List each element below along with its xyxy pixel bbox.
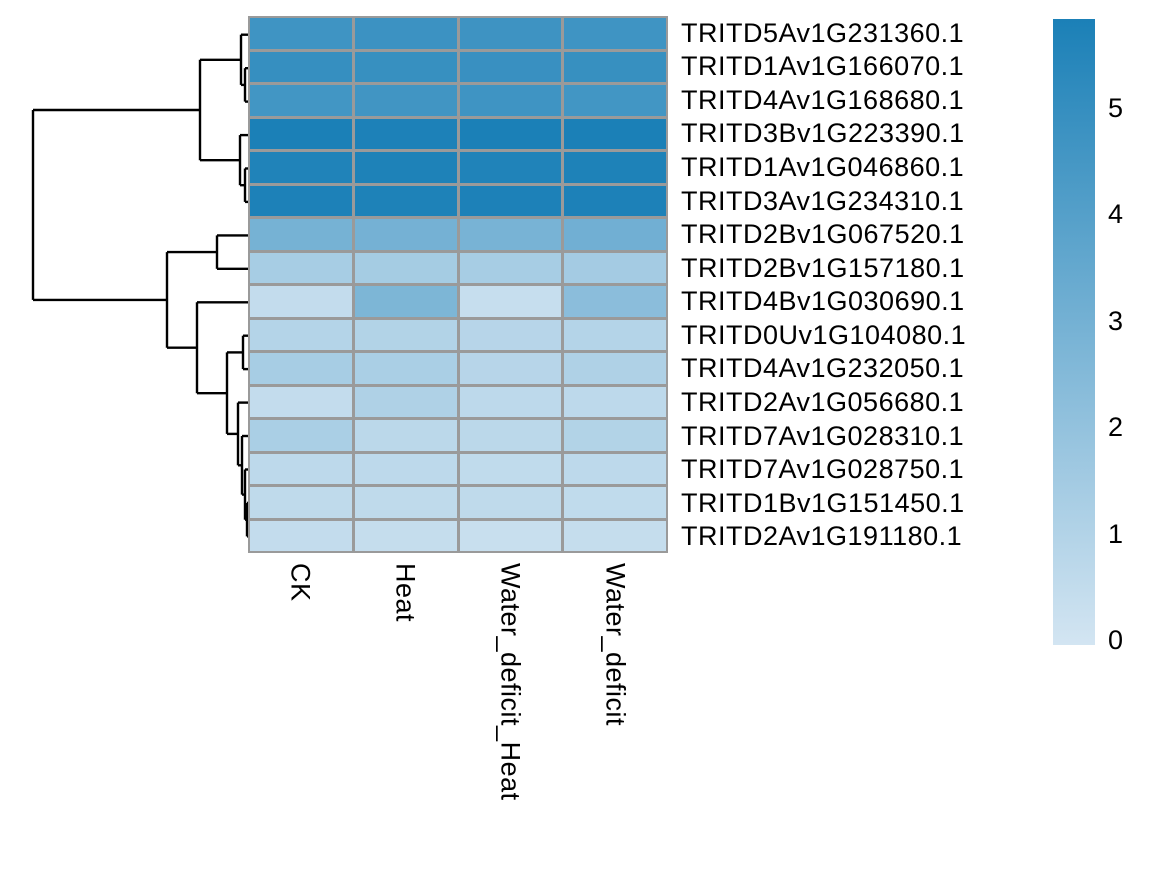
heatmap-cell xyxy=(459,520,562,551)
heatmap-cell xyxy=(459,353,562,384)
heatmap-cell xyxy=(354,152,457,183)
heatmap-cell xyxy=(564,185,666,216)
row-label: TRITD4Av1G232050.1 xyxy=(681,353,965,384)
heatmap-cell xyxy=(564,319,666,350)
heatmap-cell xyxy=(250,319,352,350)
heatmap-cell xyxy=(250,185,352,216)
legend-colorbar xyxy=(1053,19,1095,645)
heatmap-cell xyxy=(564,353,666,384)
heatmap-cell xyxy=(250,51,352,82)
heatmap-cell xyxy=(459,85,562,116)
row-label: TRITD2Av1G191180.1 xyxy=(681,521,963,552)
heatmap-cell xyxy=(564,520,666,551)
heatmap-cell xyxy=(459,252,562,283)
legend-tick-label: 2 xyxy=(1108,412,1124,443)
heatmap-cell xyxy=(354,420,457,451)
heatmap-cell xyxy=(354,386,457,417)
legend-tick-label: 0 xyxy=(1108,625,1124,655)
legend-tick-label: 4 xyxy=(1108,199,1124,230)
heatmap-cell xyxy=(564,453,666,484)
column-label: Heat xyxy=(390,563,421,623)
heatmap-cell xyxy=(564,118,666,149)
heatmap-cell xyxy=(459,286,562,317)
row-label: TRITD2Bv1G067520.1 xyxy=(681,219,965,250)
row-label: TRITD0Uv1G104080.1 xyxy=(681,319,967,350)
heatmap-cell xyxy=(564,18,666,49)
heatmap-cell xyxy=(250,286,352,317)
heatmap-cell xyxy=(250,487,352,518)
heatmap-cell xyxy=(564,487,666,518)
heatmap-cell xyxy=(354,85,457,116)
heatmap-cell xyxy=(564,219,666,250)
row-label: TRITD3Bv1G223390.1 xyxy=(681,118,965,149)
row-label: TRITD5Av1G231360.1 xyxy=(681,17,965,48)
heatmap-cell xyxy=(564,152,666,183)
heatmap-cell xyxy=(564,286,666,317)
row-label: TRITD7Av1G028310.1 xyxy=(681,420,965,451)
heatmap-cell xyxy=(354,252,457,283)
heatmap-cell xyxy=(459,487,562,518)
row-label: TRITD1Bv1G151450.1 xyxy=(681,487,965,518)
heatmap-cell xyxy=(354,520,457,551)
heatmap-cell xyxy=(354,185,457,216)
heatmap-cell xyxy=(459,185,562,216)
heatmap-cell xyxy=(459,420,562,451)
row-label: TRITD3Av1G234310.1 xyxy=(681,185,965,216)
heatmap-cell xyxy=(564,85,666,116)
heatmap-cell xyxy=(250,18,352,49)
heatmap-cell xyxy=(459,219,562,250)
heatmap-cell xyxy=(250,453,352,484)
heatmap-cell xyxy=(250,85,352,116)
heatmap-cell xyxy=(459,152,562,183)
row-label: TRITD2Bv1G157180.1 xyxy=(681,252,965,283)
row-label: TRITD4Bv1G030690.1 xyxy=(681,286,965,317)
heatmap-cell xyxy=(354,219,457,250)
heatmap-cell xyxy=(250,353,352,384)
heatmap-cell xyxy=(354,51,457,82)
heatmap-cell xyxy=(250,386,352,417)
legend-tick-label: 1 xyxy=(1108,518,1124,549)
column-label: CK xyxy=(285,563,316,602)
heatmap-cell xyxy=(250,152,352,183)
heatmap-cell xyxy=(564,51,666,82)
heatmap-cell xyxy=(459,18,562,49)
row-label: TRITD4Av1G168680.1 xyxy=(681,84,965,115)
heatmap-cell xyxy=(354,286,457,317)
heatmap-cell xyxy=(250,420,352,451)
heatmap-cell xyxy=(354,118,457,149)
legend-tick-label: 5 xyxy=(1108,93,1124,123)
heatmap-cell xyxy=(564,386,666,417)
heatmap-cell xyxy=(250,118,352,149)
row-dendrogram xyxy=(31,33,249,538)
heatmap-cell xyxy=(354,18,457,49)
heatmap-cell xyxy=(250,520,352,551)
heatmap-cell xyxy=(459,319,562,350)
heatmap-cell xyxy=(354,453,457,484)
heatmap-cell xyxy=(564,252,666,283)
column-label: Water_deficit xyxy=(600,563,631,727)
heatmap-grid xyxy=(248,16,668,553)
legend-tick-label: 3 xyxy=(1108,305,1124,336)
column-label: Water_deficit_Heat xyxy=(495,563,526,801)
heatmap-cell xyxy=(459,386,562,417)
heatmap-cell xyxy=(354,487,457,518)
heatmap-cell xyxy=(354,319,457,350)
heatmap-cell xyxy=(459,453,562,484)
heatmap-cell xyxy=(250,252,352,283)
heatmap-cell xyxy=(459,118,562,149)
heatmap-cell xyxy=(564,420,666,451)
heatmap-cell xyxy=(354,353,457,384)
row-label: TRITD2Av1G056680.1 xyxy=(681,386,965,417)
row-label: TRITD7Av1G028750.1 xyxy=(681,454,965,485)
row-label: TRITD1Av1G166070.1 xyxy=(681,51,965,82)
row-label: TRITD1Av1G046860.1 xyxy=(681,152,965,183)
heatmap-cell xyxy=(459,51,562,82)
heatmap-cell xyxy=(250,219,352,250)
